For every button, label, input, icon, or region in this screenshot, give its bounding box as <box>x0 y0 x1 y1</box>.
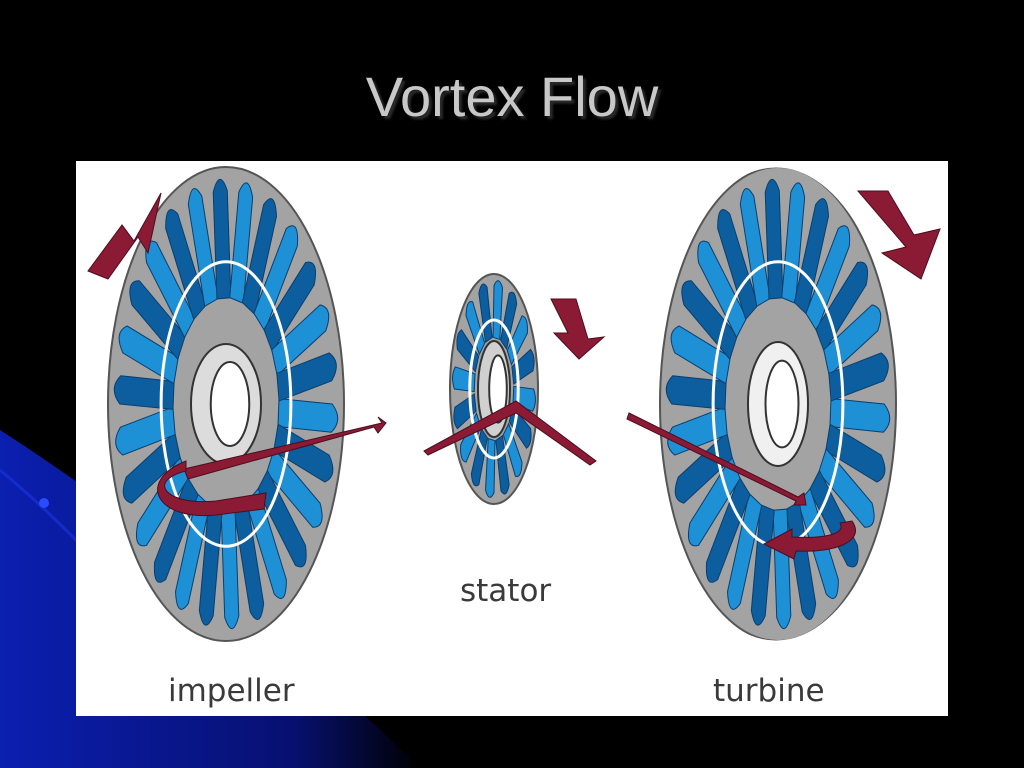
stator-rotation-arrow <box>550 298 606 360</box>
turbine-wheel-blade <box>781 182 806 304</box>
stator-flow-arrow <box>423 400 597 466</box>
turbine-wheel-blade <box>739 188 771 308</box>
impeller-wheel-blade <box>129 280 186 361</box>
turbine-wheel-blade <box>705 475 751 583</box>
impeller-return-arrow <box>157 460 267 517</box>
impeller-wheel-blade <box>212 178 232 300</box>
impeller-wheel-blade <box>187 188 219 308</box>
impeller-wheel-hub-center <box>209 361 251 447</box>
stator-wheel-blade <box>506 315 528 367</box>
turbine-wheel-blade <box>818 447 875 528</box>
turbine-wheel-blade <box>697 240 748 339</box>
turbine-rim-highlight <box>649 164 903 644</box>
turbine-wheel <box>659 166 897 642</box>
impeller-flow-arrow <box>183 416 387 480</box>
torque-converter-diagram: impeller stator turbine <box>76 161 948 716</box>
stator-wheel-blade <box>470 427 488 487</box>
impeller-label: impeller <box>168 673 295 709</box>
stator-wheel-blade <box>500 291 518 351</box>
impeller-wheel-blade <box>263 261 317 353</box>
impeller-wheel-blade <box>198 504 223 626</box>
impeller-wheel-blade <box>253 225 299 333</box>
stator-wheel-inner-ring <box>468 318 520 460</box>
stator-wheel-blade <box>485 437 496 498</box>
turbine-label: turbine <box>713 673 825 709</box>
stator-wheel-blade <box>495 434 510 495</box>
turbine-wheel-blade <box>674 431 733 504</box>
stator-label: stator <box>460 573 552 609</box>
impeller-wheel-blade <box>266 447 323 528</box>
turbine-wheel-blade <box>785 500 817 620</box>
turbine-return-arrow <box>762 520 856 560</box>
impeller-wheel-blade <box>229 182 254 304</box>
impeller-rotation-arrow <box>87 192 162 280</box>
turbine-wheel-blade <box>665 375 727 410</box>
diagram-canvas <box>87 164 941 644</box>
turbine-wheel-blade <box>687 455 741 547</box>
turbine-wheel-blade <box>681 280 738 361</box>
turbine-wheel-blade <box>815 261 869 353</box>
stator-wheel-blade <box>465 301 486 356</box>
impeller-wheel <box>107 166 345 642</box>
turbine-wheel-blade <box>829 398 891 433</box>
impeller-wheel-blade <box>220 508 240 630</box>
turbine-wheel-hub-center <box>764 359 800 449</box>
stator-wheel <box>449 273 539 505</box>
turbine-wheel-blade <box>764 178 784 300</box>
turbine-wheel-blade <box>793 198 829 316</box>
turbine-wheel-blade <box>805 225 851 333</box>
turbine-wheel-blade <box>823 304 882 377</box>
stator-wheel-blade <box>478 283 493 344</box>
slide-title: Vortex Flow <box>365 65 659 128</box>
turbine-wheel-blade <box>717 209 759 321</box>
impeller-wheel-blade <box>233 500 265 620</box>
turbine-wheel-blades <box>665 178 891 630</box>
stator-wheel-blade <box>502 422 523 477</box>
impeller-wheel-blade <box>277 398 339 433</box>
impeller-wheel-blade <box>165 209 207 321</box>
turbine-wheel-blade <box>750 504 775 626</box>
impeller-wheel-blade <box>241 198 277 316</box>
turbine-rotation-arrow <box>856 190 941 280</box>
impeller-wheel-inner-ring <box>159 260 293 548</box>
impeller-wheel-blade <box>122 431 181 504</box>
impeller-wheel-blade <box>271 304 330 377</box>
impeller-wheel-blade <box>245 487 287 599</box>
turbine-wheel-blade <box>727 492 763 610</box>
turbine-flow-arrow <box>626 412 807 506</box>
impeller-wheel-blade <box>113 375 175 410</box>
stator-wheel-blade <box>492 280 503 341</box>
stator-wheel-hub-center <box>488 354 508 424</box>
